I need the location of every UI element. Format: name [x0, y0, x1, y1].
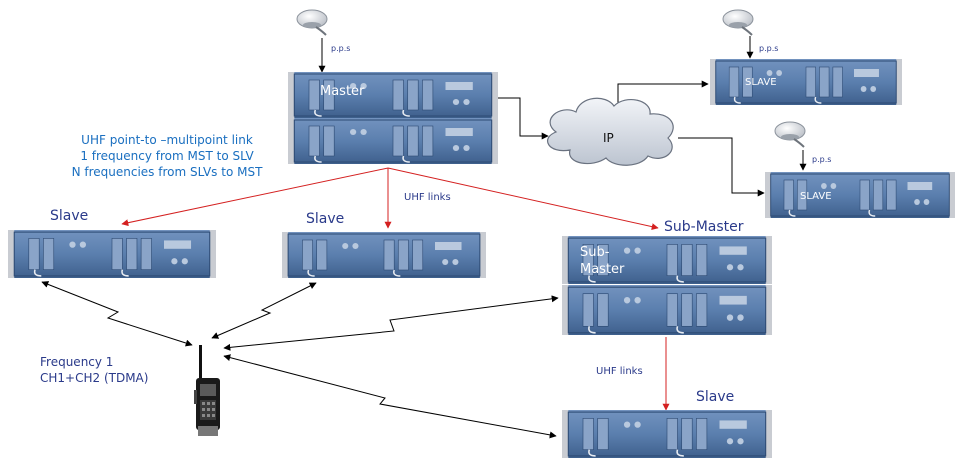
uhf-description-line-1: UHF point-to –multipoint link [81, 133, 253, 147]
slave-right-top-label: SLAVE [745, 77, 777, 88]
gps-antenna-slave-top-icon [721, 8, 755, 37]
uhf-links-label-bottom: UHF links [596, 366, 643, 377]
slave-right-bottom-label: SLAVE [800, 191, 832, 202]
uhf-description-line-2: 1 frequency from MST to SLV [80, 149, 254, 163]
slave-mid-title: Slave [306, 211, 345, 227]
slave-bottom-unit [562, 410, 772, 458]
link-master-to-ip [498, 97, 549, 140]
uhf-description-line-3: N frequencies from SLVs to MST [71, 165, 263, 179]
gps-antenna-slave-bottom-icon [773, 120, 807, 149]
sub-master-unit-label: Sub- Master [580, 244, 624, 278]
pps-label-master: p.p.s [331, 44, 351, 53]
slave-right-bottom-unit [765, 172, 955, 218]
slave-mid-unit [282, 232, 486, 278]
frequency-line-2: CH1+CH2 (TDMA) [40, 371, 149, 385]
ip-label: IP [603, 131, 614, 145]
master-label: Master [320, 84, 365, 99]
uhf-description: UHF point-to –multipoint link 1 frequenc… [52, 132, 282, 180]
frequency-line-1: Frequency 1 [40, 355, 114, 369]
radio-link-sub-master [223, 295, 559, 351]
frequency-label: Frequency 1 CH1+CH2 (TDMA) [40, 354, 148, 386]
gps-antenna-master-icon [295, 8, 329, 37]
pps-label-slave-bottom: p.p.s [812, 155, 832, 164]
sub-master-unit-line-2: Master [580, 262, 625, 277]
radio-link-slave-left [41, 281, 193, 347]
pps-label-slave-top: p.p.s [759, 44, 779, 53]
uhf-link-to-slave-left [121, 167, 389, 227]
sub-master-unit-line-1: Sub- [580, 245, 610, 260]
link-ip-to-slave-bottom [678, 137, 765, 197]
radio-link-slave-mid [211, 282, 317, 339]
uhf-link-to-sub-master [387, 167, 659, 231]
sub-master-title: Sub-Master [664, 219, 744, 235]
slave-right-top-unit [710, 59, 902, 105]
radio-link-slave-bottom [223, 354, 557, 439]
slave-left-title: Slave [50, 208, 89, 224]
ip-cloud-icon [547, 97, 674, 166]
handheld-radio-icon [194, 345, 220, 436]
uhf-links-label-top: UHF links [404, 192, 451, 203]
slave-left-unit [8, 230, 216, 278]
slave-bottom-title: Slave [696, 389, 735, 405]
